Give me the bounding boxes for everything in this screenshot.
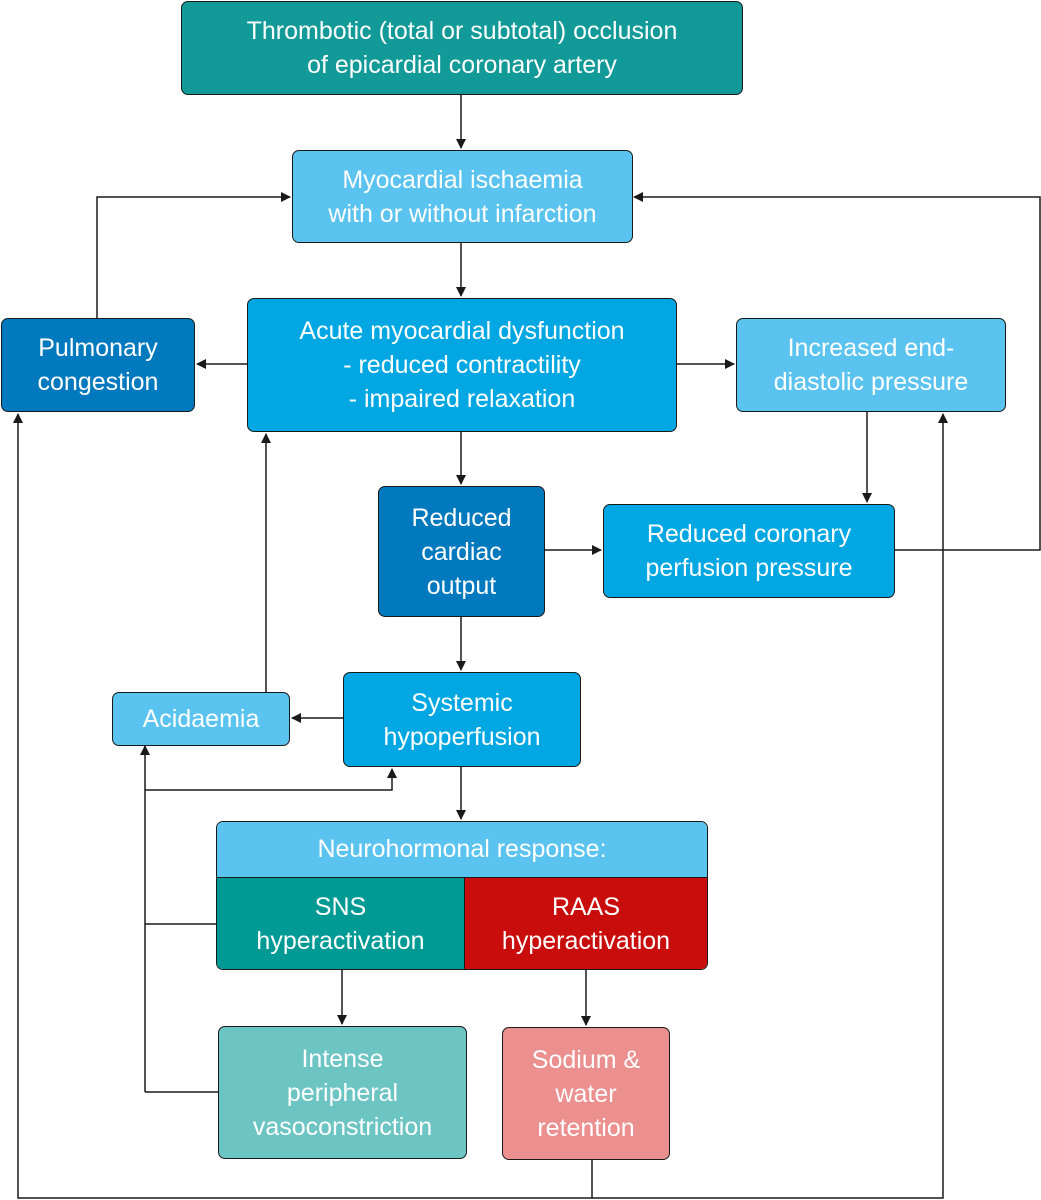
node-coronary-perfusion: Reduced coronary perfusion pressure — [603, 504, 895, 598]
arrow-retention-to-edp — [592, 413, 948, 1199]
node-sodium-water-retention: Sodium & water retention — [502, 1027, 670, 1160]
arrow-retention-to-pulmonary — [13, 413, 593, 1199]
node-systemic-hypoperfusion: Systemic hypoperfusion — [343, 672, 581, 767]
arrow-pulmonary-to-ischaemia — [96, 192, 291, 318]
node-raas-hyperactivation: RAAS hyperactivation — [465, 877, 707, 969]
node-neurohormonal-response: Neurohormonal response: SNS hyperactivat… — [216, 821, 708, 970]
node-ischaemia: Myocardial ischaemia with or without inf… — [292, 150, 633, 243]
node-dysfunction: Acute myocardial dysfunction - reduced c… — [247, 298, 677, 432]
arrow-perfusion-to-ischaemia — [633, 192, 1041, 551]
arrow-feedback-to-systemic — [145, 768, 397, 791]
node-cardiac-output: Reduced cardiac output — [378, 486, 545, 617]
node-acidaemia: Acidaemia — [112, 692, 290, 746]
node-pulmonary-congestion: Pulmonary congestion — [1, 318, 195, 412]
neurohormonal-header: Neurohormonal response: — [217, 822, 707, 877]
node-end-diastolic-pressure: Increased end- diastolic pressure — [736, 318, 1006, 412]
node-sns-hyperactivation: SNS hyperactivation — [217, 877, 465, 969]
node-peripheral-vasoconstriction: Intense peripheral vasoconstriction — [218, 1026, 467, 1159]
node-occlusion: Thrombotic (total or subtotal) occlusion… — [181, 1, 743, 95]
